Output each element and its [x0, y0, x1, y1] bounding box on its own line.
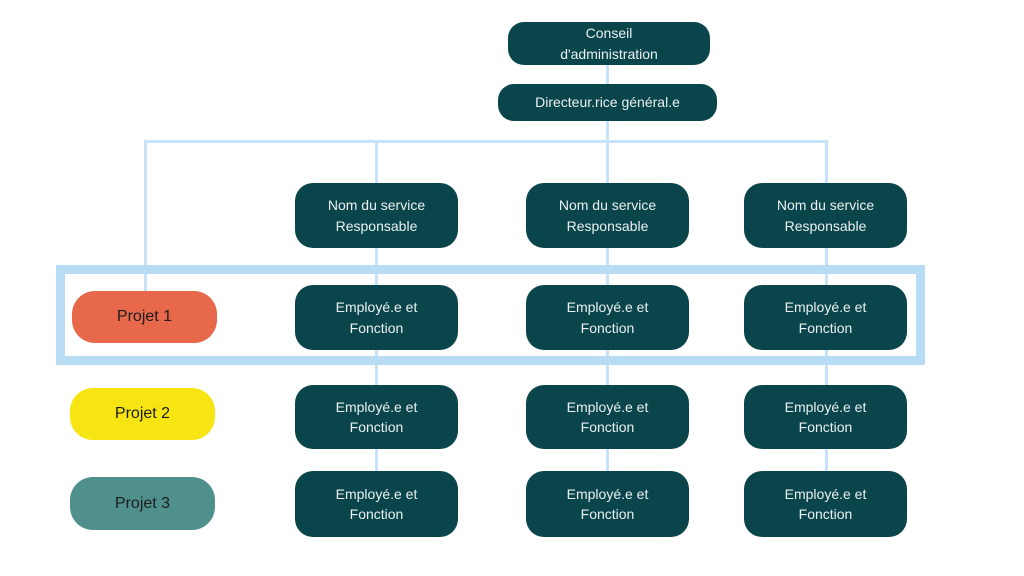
connector-line-director-down [606, 120, 609, 183]
connector-line-col3-r2 [825, 350, 828, 385]
org-node-employee-r2c2: Employé.e et Fonction [526, 385, 689, 449]
org-node-employee-r2c3: Employé.e et Fonction [744, 385, 907, 449]
connector-line-col3-drop [825, 140, 828, 184]
connector-line-col1-r3 [375, 449, 378, 471]
project-3-pill: Projet 3 [70, 477, 215, 530]
org-node-employee-r2c1: Employé.e et Fonction [295, 385, 458, 449]
org-node-service-3: Nom du service Responsable [744, 183, 907, 248]
org-node-employee-r3c2: Employé.e et Fonction [526, 471, 689, 537]
connector-line-board-director [606, 64, 609, 85]
org-node-board: Conseil d'administration [508, 22, 710, 65]
org-node-employee-r3c1: Employé.e et Fonction [295, 471, 458, 537]
org-node-employee-r1c1: Employé.e et Fonction [295, 285, 458, 350]
org-node-service-1: Nom du service Responsable [295, 183, 458, 248]
org-node-service-2: Nom du service Responsable [526, 183, 689, 248]
connector-line-col1-drop [375, 140, 378, 184]
project-2-pill: Projet 2 [70, 388, 215, 440]
project-1-pill: Projet 1 [72, 291, 217, 343]
org-node-employee-r1c3: Employé.e et Fonction [744, 285, 907, 350]
project1-row-highlight-frame [56, 265, 925, 365]
org-node-employee-r1c2: Employé.e et Fonction [526, 285, 689, 350]
connector-line-col2-r2 [606, 350, 609, 385]
org-node-employee-r3c3: Employé.e et Fonction [744, 471, 907, 537]
org-node-director: Directeur.rice général.e [498, 84, 717, 121]
connector-line-col2-r3 [606, 449, 609, 471]
connector-line-left-drop [144, 140, 147, 292]
connector-line-horizontal [144, 140, 828, 143]
connector-line-col3-r3 [825, 449, 828, 471]
connector-line-col1-r2 [375, 350, 378, 385]
